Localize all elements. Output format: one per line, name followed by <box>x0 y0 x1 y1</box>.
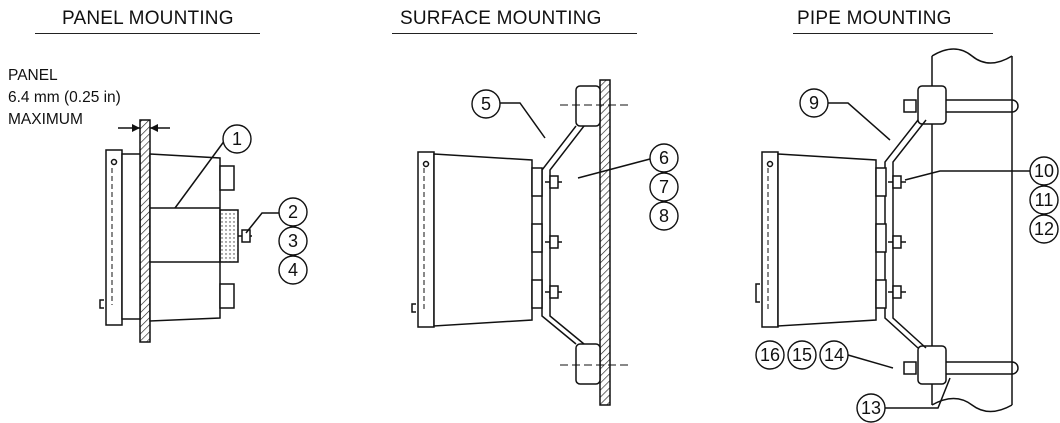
callout-3: 3 <box>278 226 308 256</box>
callout-8: 8 <box>649 201 679 231</box>
callout-11: 11 <box>1029 185 1059 215</box>
callout-10: 10 <box>1029 156 1059 186</box>
callout-label: 4 <box>288 260 298 280</box>
callout-5: 5 <box>471 89 501 119</box>
callout-label: 9 <box>809 93 819 113</box>
callout-label: 7 <box>659 177 669 197</box>
callout-7: 7 <box>649 172 679 202</box>
callout-12: 12 <box>1029 214 1059 244</box>
panel-note: PANEL 6.4 mm (0.25 in) MAXIMUM <box>8 65 121 131</box>
panel-mounting-drawing <box>99 119 283 343</box>
callout-15: 15 <box>787 340 817 370</box>
callout-4: 4 <box>278 255 308 285</box>
callout-14: 14 <box>819 340 849 370</box>
callout-label: 8 <box>659 206 669 226</box>
callout-13: 13 <box>856 393 886 423</box>
callout-label: 2 <box>288 202 298 222</box>
title-underline <box>392 33 637 34</box>
callout-label: 11 <box>1035 190 1054 210</box>
title-underline <box>793 33 993 34</box>
panel-note-line: MAXIMUM <box>8 111 83 128</box>
callout-2: 2 <box>278 197 308 227</box>
callout-label: 15 <box>792 345 812 365</box>
title-panel-mounting: PANEL MOUNTING <box>62 8 234 29</box>
callout-label: 13 <box>861 398 881 418</box>
callout-label: 6 <box>659 148 669 168</box>
callout-label: 1 <box>232 129 242 149</box>
panel-note-line: 6.4 mm (0.25 in) <box>8 89 121 106</box>
surface-mounting-drawing <box>411 79 651 406</box>
callout-bubbles: 1 2 3 4 5 6 7 8 9 10 11 12 16 15 14 13 <box>222 88 1059 423</box>
callout-16: 16 <box>755 340 785 370</box>
callout-label: 3 <box>288 231 298 251</box>
title-pipe-mounting: PIPE MOUNTING <box>797 8 952 29</box>
callout-label: 14 <box>824 345 844 365</box>
callout-9: 9 <box>799 88 829 118</box>
callout-label: 10 <box>1034 161 1054 181</box>
title-surface-mounting: SURFACE MOUNTING <box>400 8 602 29</box>
callout-label: 5 <box>481 94 491 114</box>
callout-1: 1 <box>222 124 252 154</box>
panel-note-line: PANEL <box>8 67 58 84</box>
callout-label: 12 <box>1034 219 1054 239</box>
callout-6: 6 <box>649 143 679 173</box>
callout-label: 16 <box>760 345 780 365</box>
title-underline <box>35 33 260 34</box>
pipe-mounting-drawing <box>755 48 1030 413</box>
